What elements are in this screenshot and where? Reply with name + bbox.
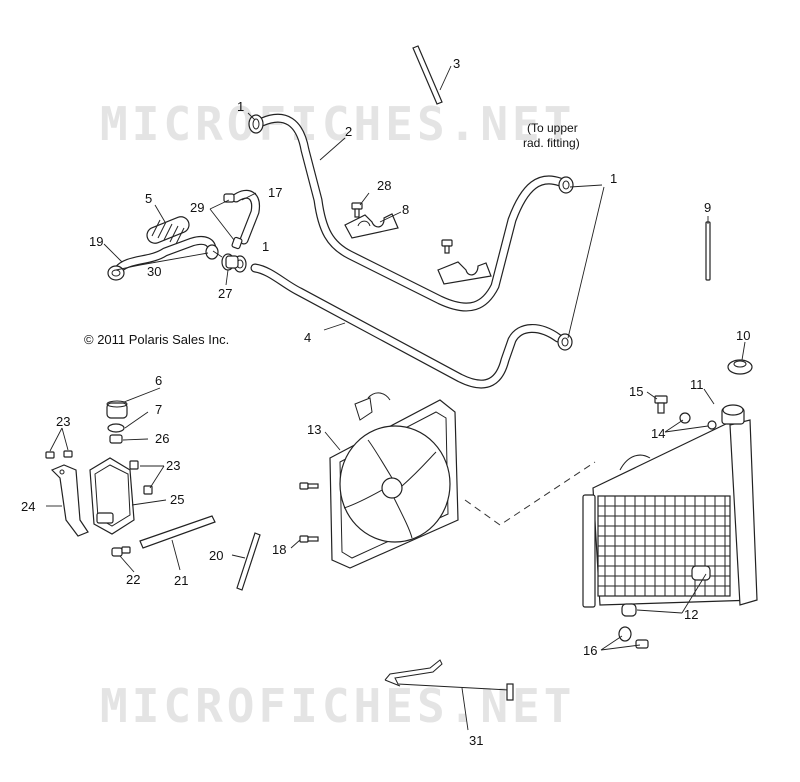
callout-5: 5 [145,191,152,206]
reservoir-25 [89,457,135,535]
screw-23-b [63,450,73,458]
clamp-1-top [248,114,264,134]
callout-3: 3 [453,56,460,71]
fitting-27 [221,253,239,271]
callout-23-right: 23 [166,458,180,473]
callout-26: 26 [155,431,169,446]
clamp-1-right-top [558,176,574,194]
radiator-11 [582,404,758,608]
callout-7: 7 [155,402,162,417]
rod-31 [384,659,514,701]
callout-22: 22 [126,572,140,587]
clamp-30-right [205,244,219,260]
callout-8: 8 [402,202,409,217]
clamp-30-left [107,265,125,281]
sensor-16 [618,626,649,649]
callout-1-right: 1 [610,171,617,186]
callout-30: 30 [147,264,161,279]
callout-12: 12 [684,607,698,622]
copyright-text: © 2011 Polaris Sales Inc. [84,332,229,347]
fitting-29 [223,193,243,250]
tie-strap-20 [236,532,261,591]
callout-11: 11 [690,377,704,392]
fitting-26 [109,434,123,444]
callout-19: 19 [89,234,103,249]
plug-12-lower [621,603,637,617]
watermark-top: MICROFICHES.NET [100,97,575,151]
callout-24: 24 [21,499,35,514]
tube-21 [139,515,216,549]
note-line-1: (To upper [527,121,578,135]
bolt-15 [654,395,668,414]
note-line-2: rad. fitting) [523,136,580,150]
callout-28: 28 [377,178,391,193]
bracket-8-lower [437,261,492,285]
callout-29: 29 [190,200,204,215]
callout-20: 20 [209,548,223,563]
watermark-bottom: MICROFICHES.NET [100,679,575,733]
leader-lines [46,65,746,731]
callout-14: 14 [651,426,665,441]
bolt-18-lower [299,535,319,543]
grommet-14-b [707,420,717,430]
bracket-24 [50,464,89,537]
clamp-1-right-bottom [557,333,573,351]
hose-4 [250,263,563,389]
callout-10: 10 [736,328,750,343]
plug-12-upper [691,565,711,581]
callout-25: 25 [170,492,184,507]
seal-7 [107,423,125,433]
hose-2 [257,113,565,312]
callout-21: 21 [174,573,188,588]
bolt-small [441,239,453,254]
pin-9 [705,221,711,281]
bolt-28 [351,202,363,218]
callout-27: 27 [218,286,232,301]
callout-9: 9 [704,200,711,215]
callout-15: 15 [629,384,643,399]
sleeve-5 [146,216,190,245]
screw-23-c [129,460,139,470]
callout-17: 17 [268,185,282,200]
callout-4: 4 [304,330,311,345]
callout-18: 18 [272,542,286,557]
fan-shroud-13 [329,392,459,569]
radiator-cap-10 [727,359,753,375]
callout-6: 6 [155,373,162,388]
callout-1-middle: 1 [262,239,269,254]
hose-19 [113,235,217,275]
callout-31: 31 [469,733,483,748]
callout-16: 16 [583,643,597,658]
reservoir-cap-6 [106,400,128,419]
hose-17 [231,189,261,245]
tie-strap-3 [412,45,443,105]
callout-23-left: 23 [56,414,70,429]
callout-2: 2 [345,124,352,139]
screw-23-a [45,451,55,459]
callout-1-top: 1 [237,99,244,114]
callout-13: 13 [307,422,321,437]
bolt-18-upper [299,482,319,490]
dashed-connector [464,461,596,526]
fitting-22 [111,546,131,557]
